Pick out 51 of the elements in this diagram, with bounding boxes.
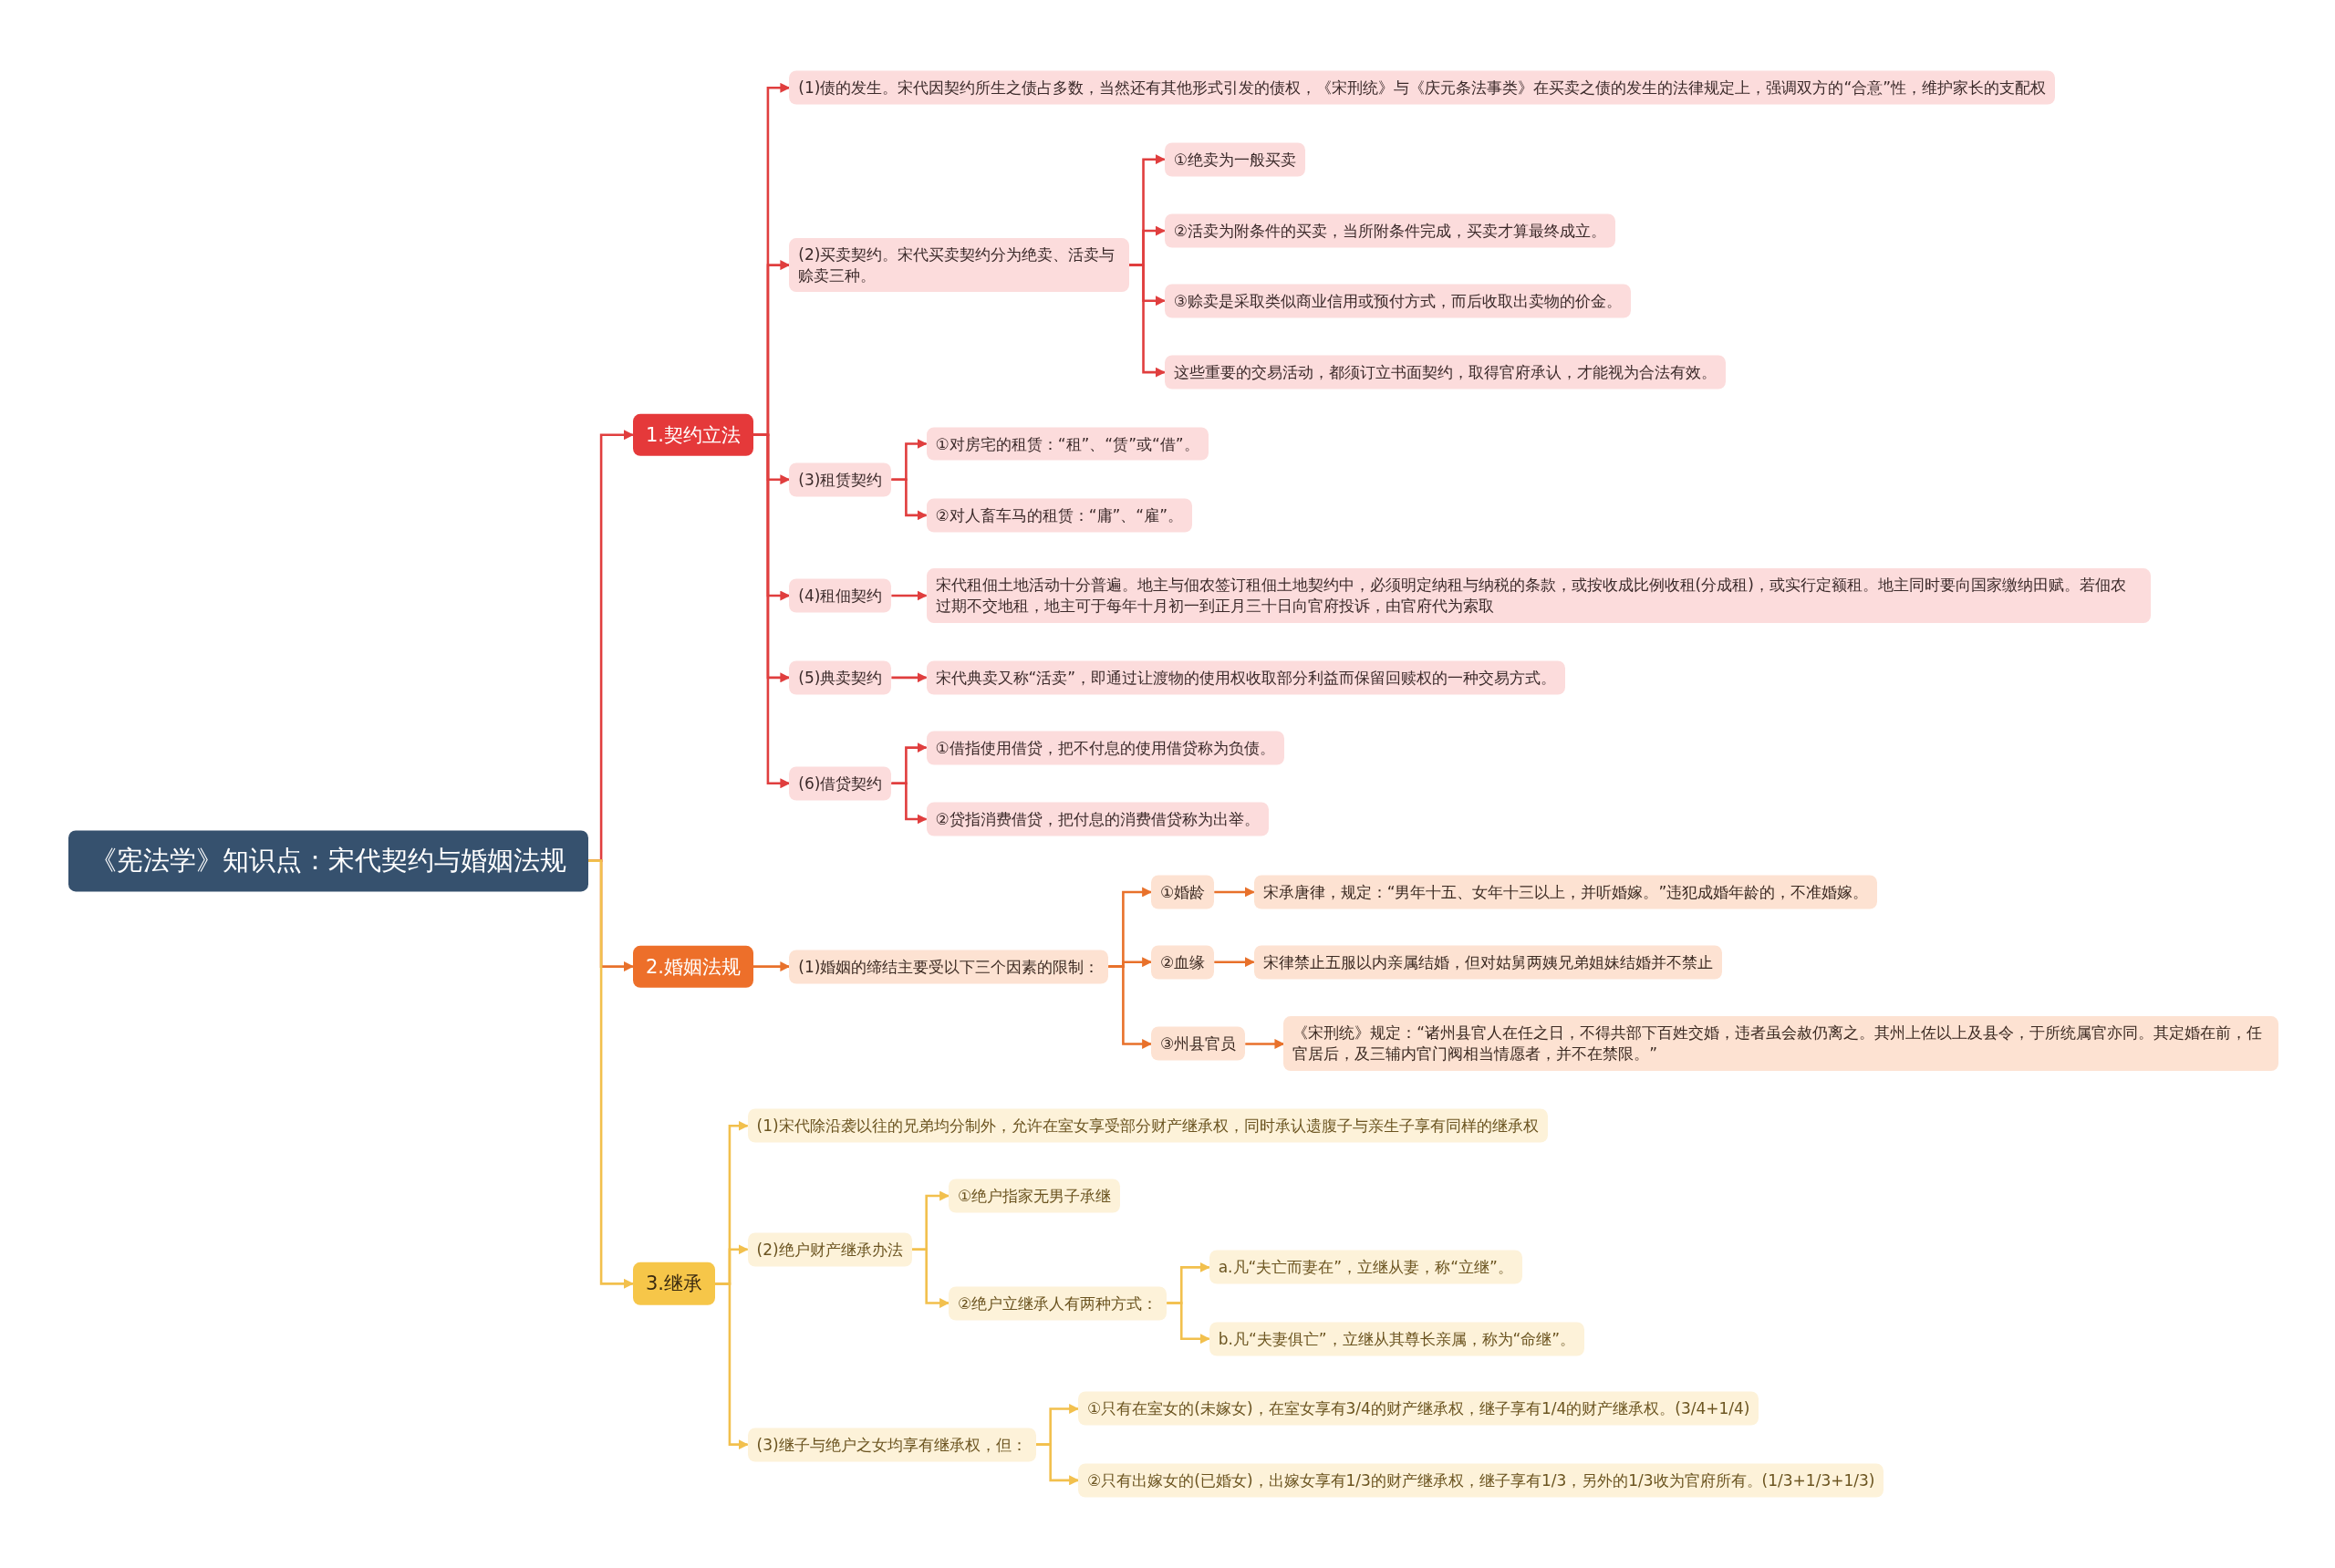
subtopic: (1)宋代除沿袭以往的兄弟均分制外，允许在室女享受部分财产继承权，同时承认遗腹子与亲生子享有同样的继承权 xyxy=(747,1108,1548,1143)
subtopic: 宋代租佃土地活动十分普遍。地主与佃农签订租佃土地契约中，必须明定纳租与纳税的条款，或按收成比例收租(分成租)，或实行定额租。地主同时要向国家缴纳田赋。若佃农过期不交地租，地主可于每年十月初一到正月三十日向官府投诉，由官府代为索取 xyxy=(926,568,2151,623)
subtopic: ②血缘 xyxy=(1151,945,1215,980)
subtopic: ①对房宅的租赁：“租”、“赁”或“借”。 xyxy=(926,427,1209,461)
subtopic: ②活卖为附条件的买卖，当所附条件完成，买卖才算最终成立。 xyxy=(1164,213,1615,248)
branch-topic: 1.契约立法 xyxy=(632,413,753,456)
arrow xyxy=(588,859,634,1289)
arrow xyxy=(891,590,928,601)
arrow xyxy=(1108,965,1153,1049)
arrow xyxy=(1214,887,1255,898)
arrow xyxy=(891,478,928,521)
subtopic: (5)典卖契约 xyxy=(789,660,892,695)
arrow xyxy=(1214,957,1255,968)
arrow xyxy=(752,961,791,972)
subtopic: (3)租赁契约 xyxy=(789,462,892,497)
subtopic: ②贷指消费借贷，把付息的消费借贷称为出举。 xyxy=(926,802,1269,836)
subtopic: ①只有在室女的(未嫁女)，在室女享有3/4的财产继承权，继子享有1/4的财产继承权。(3/4+1/4) xyxy=(1078,1392,1759,1426)
subtopic: ①借指使用借贷，把不付息的使用借贷称为负债。 xyxy=(926,731,1284,765)
arrow xyxy=(1245,1039,1285,1049)
subtopic: 宋代典卖又称“活卖”，即通过让渡物的使用权收取部分利益而保留回赎权的一种交易方式。 xyxy=(926,660,1566,695)
arrow xyxy=(891,782,928,825)
subtopic: ①绝卖为一般买卖 xyxy=(1164,142,1305,177)
subtopic: ①婚龄 xyxy=(1151,875,1215,909)
subtopic: 宋承唐律，规定：“男年十五、女年十三以上，并听婚嫁。”违犯成婚年龄的，不准婚嫁。 xyxy=(1253,875,1878,909)
subtopic: (1)婚姻的缔结主要受以下三个因素的限制： xyxy=(789,950,1109,984)
subtopic: (2)买卖契约。宋代买卖契约分为绝卖、活卖与赊卖三种。 xyxy=(789,237,1129,293)
arrow xyxy=(911,1248,950,1309)
branch-topic: 2.婚姻法规 xyxy=(632,945,753,988)
arrow xyxy=(891,672,928,683)
subtopic: (4)租佃契约 xyxy=(789,578,892,613)
arrow xyxy=(1035,1443,1080,1486)
subtopic: 《宋刑统》规定：“诸州县官人在任之日，不得共部下百姓交婚，违者虽会赦仍离之。其州上佐以上及县令，于所统属官亦同。其定婚在前，任官居后，及三辅内官门阀相当情愿者，并不在禁限。” xyxy=(1283,1016,2278,1072)
arrow xyxy=(1128,264,1166,378)
branch-topic: 3.继承 xyxy=(632,1262,715,1305)
subtopic: 这些重要的交易活动，都须订立书面契约，取得官府承认，才能视为合法有效。 xyxy=(1164,355,1726,389)
subtopic: (1)债的发生。宋代因契约所生之债占多数，当然还有其他形式引发的债权，《宋刑统》与《庆元条法事类》在买卖之债的发生的法律规定上，强调双方的“合意”性，维护家长的支配权 xyxy=(789,70,2055,105)
subtopic: (6)借贷契约 xyxy=(789,766,892,801)
subtopic: ①绝户指家无男子承继 xyxy=(949,1179,1121,1213)
subtopic: (3)继子与绝户之女均享有继承权，但： xyxy=(747,1428,1036,1462)
subtopic: 宋律禁止五服以内亲属结婚，但对姑舅两姨兄弟姐妹结婚并不禁止 xyxy=(1253,945,1722,980)
subtopic: ②对人畜车马的租赁：“庸”、“雇”。 xyxy=(926,498,1192,533)
arrow xyxy=(1167,1302,1210,1345)
subtopic: (2)绝户财产继承办法 xyxy=(747,1232,912,1267)
subtopic: b.凡“夫妻俱亡”，立继从其尊长亲属，称为“命继”。 xyxy=(1209,1322,1585,1356)
subtopic: ③州县官员 xyxy=(1151,1027,1246,1061)
subtopic: ②绝户立继承人有两种方式： xyxy=(949,1286,1168,1321)
root-topic: 《宪法学》知识点：宋代契约与婚姻法规 xyxy=(68,830,589,892)
arrow xyxy=(714,1282,749,1450)
subtopic: ②只有出嫁女的(已婚女)，出嫁女享有1/3的财产继承权，继子享有1/3，另外的1/3收为官府所有。(1/3+1/3+1/3) xyxy=(1078,1463,1884,1498)
subtopic: ③赊卖是采取类似商业信用或预付方式，而后收取出卖物的价金。 xyxy=(1164,284,1631,318)
subtopic: a.凡“夫亡而妻在”，立继从妻，称“立继”。 xyxy=(1209,1250,1522,1284)
